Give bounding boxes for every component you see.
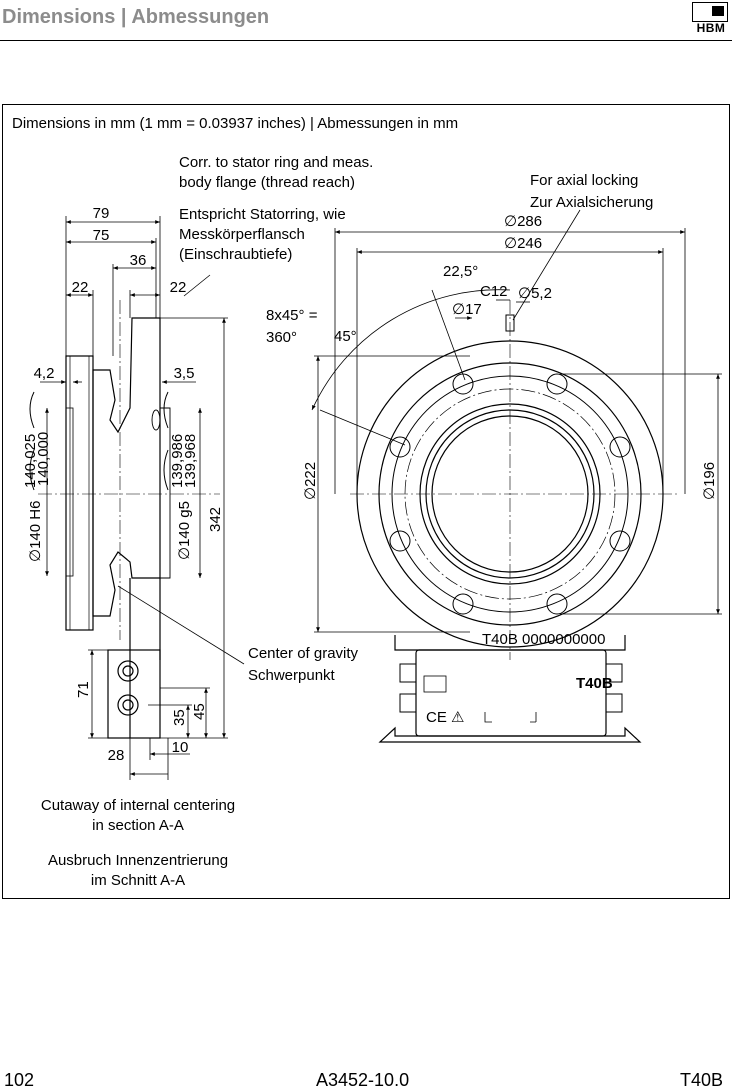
- housing-label-ce: CE ⚠: [426, 709, 464, 726]
- tolerance-brackets: [29, 391, 169, 491]
- page-header-title: Dimensions | Abmessungen: [2, 6, 270, 28]
- dim-angle45: 45°: [334, 328, 357, 345]
- dim-22-left: 22: [72, 279, 89, 296]
- dim-342: 342: [207, 507, 224, 532]
- hbm-logo: HBM: [692, 2, 730, 36]
- dim-71: 71: [75, 681, 92, 698]
- dim-c12: C12: [480, 283, 508, 300]
- footer-page-number: 102: [4, 1070, 35, 1090]
- note-cutaway-de-1: Ausbruch Innenzentrierung: [47, 852, 229, 869]
- tol-h6-lower: 140,000: [35, 432, 52, 486]
- dim-dia196: ∅196: [701, 462, 718, 500]
- dim-dia222: ∅222: [302, 462, 319, 500]
- fit-h6: ∅140 H6: [27, 501, 44, 562]
- connector-1: [117, 660, 139, 682]
- note-axial-en: For axial locking: [530, 172, 639, 189]
- dim-dia286: ∅286: [504, 213, 542, 230]
- note-cog-de: Schwerpunkt: [248, 667, 335, 684]
- note-bolt-pattern-1: 8x45° =: [266, 307, 318, 324]
- connector-2: [117, 694, 139, 716]
- note-cutaway-en-1: Cutaway of internal centering: [40, 797, 236, 814]
- dim-4-2: 4,2: [34, 365, 55, 382]
- dim-22-right: 22: [170, 279, 187, 296]
- footer-product: T40B: [680, 1070, 724, 1090]
- dim-dia17: ∅17: [452, 301, 482, 318]
- header-rule: [0, 40, 732, 41]
- note-cog-en: Center of gravity: [248, 645, 359, 662]
- dim-45: 45: [191, 703, 208, 720]
- tol-g5-lower: 139,968: [182, 434, 199, 488]
- side-view: [38, 300, 245, 739]
- note-bolt-pattern-2: 360°: [266, 329, 298, 346]
- dim-79: 79: [93, 205, 110, 222]
- dim-35: 35: [171, 709, 188, 726]
- dim-28: 28: [108, 747, 125, 764]
- axial-locking-hole: [505, 314, 515, 332]
- tol-g5-upper: 139,986: [169, 434, 186, 488]
- dim-dia246: ∅246: [504, 235, 542, 252]
- note-thread-reach-de-1: Entspricht Statorring, wie: [179, 206, 346, 223]
- dim-36: 36: [130, 252, 147, 269]
- dimension-labels: 79 75 36 22 22 4,2 3,5 28 10 ∅140 H6 140…: [22, 205, 718, 764]
- dim-dia5-2: ∅5,2: [518, 285, 552, 302]
- housing-label-t40b: T40B: [576, 675, 613, 692]
- dim-angle22-5: 22,5°: [443, 263, 478, 280]
- note-cutaway-en-2: in section A-A: [92, 817, 184, 834]
- note-thread-reach-en-1: Corr. to stator ring and meas.: [179, 154, 374, 171]
- dim-10: 10: [172, 739, 189, 756]
- footer-document-id: A3452-10.0: [316, 1070, 410, 1090]
- note-thread-reach-de-2: Messkörperflansch: [179, 226, 305, 243]
- hbm-logo-mark: [692, 2, 728, 22]
- side-dimension-lines: [40, 216, 228, 780]
- rotor-body-outline: [92, 317, 161, 617]
- dim-3-5: 3,5: [174, 365, 195, 382]
- mounting-foot: [378, 726, 642, 743]
- front-view: T40B 0000000000 T40B CE ⚠: [311, 209, 722, 743]
- fit-g5: ∅140 g5: [176, 501, 193, 560]
- note-cutaway-de-2: im Schnitt A-A: [90, 872, 186, 889]
- drawing-caption: Dimensions in mm (1 mm = 0.03937 inches)…: [12, 115, 459, 132]
- nameplate-text: T40B 0000000000: [482, 631, 605, 648]
- hbm-logo-text: HBM: [696, 21, 726, 35]
- note-thread-reach-en-2: body flange (thread reach): [179, 174, 355, 191]
- dim-75: 75: [93, 227, 110, 244]
- drawing-frame: [2, 104, 730, 899]
- note-axial-de: Zur Axialsicherung: [530, 194, 654, 211]
- bolt-holes: [389, 373, 631, 615]
- stator-centering: [65, 407, 74, 577]
- note-thread-reach-de-3: (Einschraubtiefe): [179, 246, 293, 263]
